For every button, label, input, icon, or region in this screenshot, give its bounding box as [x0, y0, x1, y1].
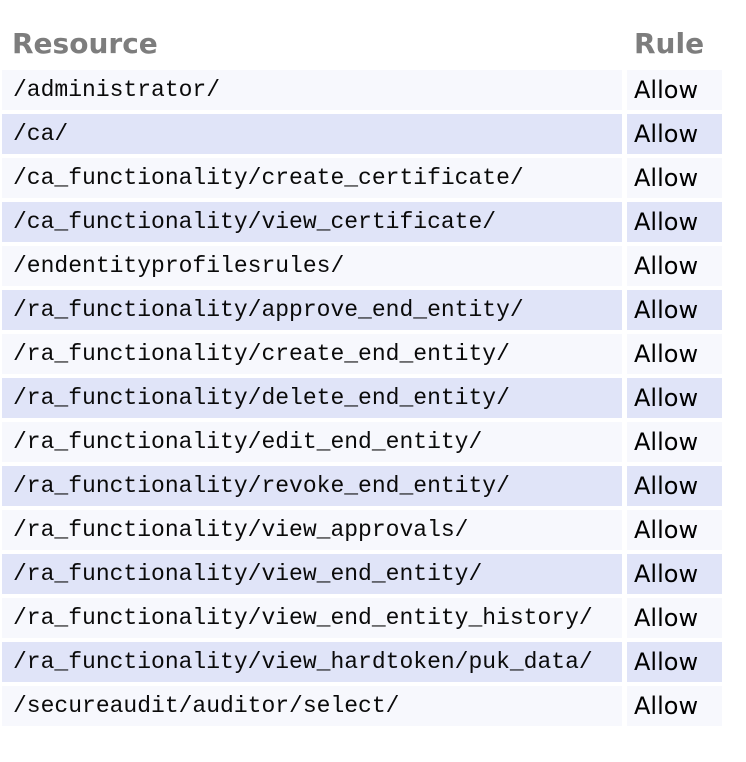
rule-cell: Allow — [627, 246, 722, 286]
resource-cell: /ra_functionality/view_approvals/ — [2, 510, 622, 550]
table-row: /administrator/ Allow — [2, 70, 746, 110]
resource-column-header: Resource — [12, 27, 158, 60]
rule-cell: Allow — [627, 642, 722, 682]
rule-cell: Allow — [627, 290, 722, 330]
rule-cell: Allow — [627, 510, 722, 550]
rule-cell: Allow — [627, 422, 722, 462]
resource-cell: /secureaudit/auditor/select/ — [2, 686, 622, 726]
rule-cell: Allow — [627, 686, 722, 726]
table-row: /ra_functionality/view_end_entity_histor… — [2, 598, 746, 638]
access-rules-table: Resource Rule /administrator/ Allow /ca/… — [2, 22, 746, 726]
resource-cell: /ra_functionality/edit_end_entity/ — [2, 422, 622, 462]
resource-cell: /ra_functionality/view_end_entity/ — [2, 554, 622, 594]
table-row: /ra_functionality/create_end_entity/ All… — [2, 334, 746, 374]
resource-cell: /ra_functionality/delete_end_entity/ — [2, 378, 622, 418]
resource-cell: /ra_functionality/create_end_entity/ — [2, 334, 622, 374]
resource-cell: /ca_functionality/create_certificate/ — [2, 158, 622, 198]
rule-cell: Allow — [627, 466, 722, 506]
table-row: /ra_functionality/approve_end_entity/ Al… — [2, 290, 746, 330]
resource-cell: /ca/ — [2, 114, 622, 154]
resource-cell: /ra_functionality/view_hardtoken/puk_dat… — [2, 642, 622, 682]
table-row: /ca/ Allow — [2, 114, 746, 154]
rule-cell: Allow — [627, 114, 722, 154]
rule-cell: Allow — [627, 598, 722, 638]
rule-column-header: Rule — [634, 27, 705, 60]
rule-cell: Allow — [627, 202, 722, 242]
table-row: /secureaudit/auditor/select/ Allow — [2, 686, 746, 726]
resource-cell: /administrator/ — [2, 70, 622, 110]
rule-cell: Allow — [627, 334, 722, 374]
resource-cell: /endentityprofilesrules/ — [2, 246, 622, 286]
resource-cell: /ra_functionality/approve_end_entity/ — [2, 290, 622, 330]
rule-cell: Allow — [627, 378, 722, 418]
resource-cell: /ra_functionality/view_end_entity_histor… — [2, 598, 622, 638]
table-row: /endentityprofilesrules/ Allow — [2, 246, 746, 286]
rule-cell: Allow — [627, 554, 722, 594]
table-row: /ca_functionality/view_certificate/ Allo… — [2, 202, 746, 242]
resource-cell: /ra_functionality/revoke_end_entity/ — [2, 466, 622, 506]
table-row: /ra_functionality/view_end_entity/ Allow — [2, 554, 746, 594]
table-row: /ca_functionality/create_certificate/ Al… — [2, 158, 746, 198]
table-row: /ra_functionality/edit_end_entity/ Allow — [2, 422, 746, 462]
table-row: /ra_functionality/revoke_end_entity/ All… — [2, 466, 746, 506]
rule-cell: Allow — [627, 158, 722, 198]
table-header-row: Resource Rule — [2, 22, 746, 65]
resource-cell: /ca_functionality/view_certificate/ — [2, 202, 622, 242]
table-row: /ra_functionality/view_hardtoken/puk_dat… — [2, 642, 746, 682]
table-row: /ra_functionality/view_approvals/ Allow — [2, 510, 746, 550]
table-row: /ra_functionality/delete_end_entity/ All… — [2, 378, 746, 418]
rule-cell: Allow — [627, 70, 722, 110]
